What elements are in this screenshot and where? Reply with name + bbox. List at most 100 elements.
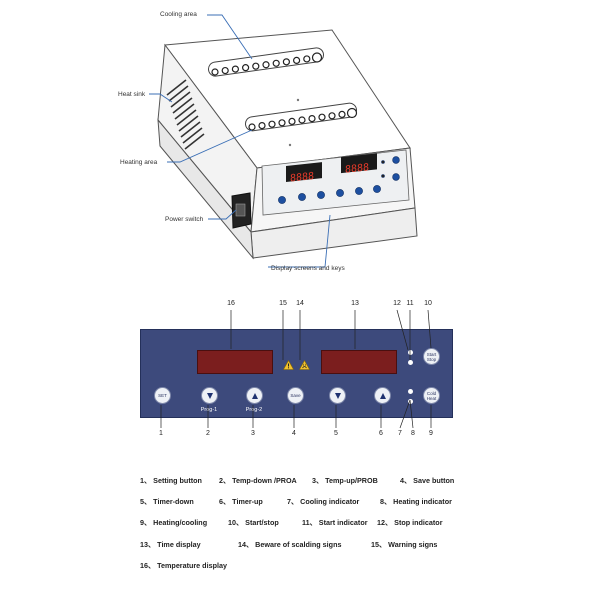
well xyxy=(308,114,316,123)
label-13: 13 xyxy=(351,300,359,307)
legend-item-7: 7、 Cooling indicator xyxy=(287,497,360,506)
legend-item-8: 8、 Heating indicator xyxy=(380,497,452,506)
heat-sink-vents xyxy=(166,79,205,150)
well xyxy=(268,120,276,128)
well xyxy=(282,58,290,66)
label-1: 1 xyxy=(159,430,163,437)
stop-label: Stop xyxy=(426,356,437,362)
cooling-indicator xyxy=(408,389,413,394)
legend-item-12: 12、 Stop indicator xyxy=(377,518,443,527)
well xyxy=(272,59,280,67)
callout-power-switch: Power switch xyxy=(165,216,204,223)
prog-1-label: Prog-1 xyxy=(200,407,218,413)
set-button-label: SET xyxy=(158,393,167,398)
stop-indicator xyxy=(408,350,413,355)
device-keys xyxy=(278,156,400,204)
label-4: 4 xyxy=(292,430,296,437)
temp-up-button[interactable] xyxy=(246,387,263,404)
label-6: 6 xyxy=(379,430,383,437)
well xyxy=(258,121,266,130)
well xyxy=(262,61,270,69)
legend-item-5: 5、 Timer-down xyxy=(140,497,194,506)
power-switch xyxy=(235,203,246,217)
legend-item-13: 13、 Time display xyxy=(140,540,201,549)
arrow-up-icon xyxy=(251,392,258,399)
well xyxy=(252,62,260,70)
well xyxy=(318,113,326,121)
callout-heat-sink: Heat sink xyxy=(118,91,146,98)
set-button[interactable]: SET xyxy=(154,387,171,404)
scalding-warning-icon xyxy=(299,360,310,370)
well xyxy=(242,64,250,72)
legend-item-2: 2、 Temp-down /PROA xyxy=(219,476,297,485)
label-8: 8 xyxy=(411,430,415,437)
panel-leader-lines xyxy=(160,309,432,429)
arrow-down-icon xyxy=(334,392,341,399)
legend-item-6: 6、 Timer-up xyxy=(219,497,263,506)
cooling-wells xyxy=(211,52,323,76)
warning-sign-icon xyxy=(283,360,294,370)
temperature-display xyxy=(197,350,273,374)
control-panel-diagram: 16 15 14 13 12 11 10 SET Prog-1 xyxy=(136,290,456,450)
legend-item-10: 10、 Start/stop xyxy=(228,518,279,527)
well xyxy=(221,66,229,75)
well xyxy=(288,117,296,126)
device-display-right-digits: 8888 xyxy=(345,162,369,175)
device-display-left xyxy=(286,162,322,182)
legend-item-1: 1、 Setting button xyxy=(140,476,202,485)
start-indicator xyxy=(408,360,413,365)
heat-label: Heat xyxy=(426,395,437,401)
well xyxy=(303,55,311,63)
arrow-up-icon xyxy=(379,392,386,399)
legend-item-16: 16、 Temperature display xyxy=(140,561,227,570)
label-9: 9 xyxy=(429,430,433,437)
callout-display-keys: Display screens and keys xyxy=(271,265,345,272)
save-button-label: Save xyxy=(290,393,301,398)
temp-down-button[interactable] xyxy=(201,387,218,404)
device-display-left-digits: 8888 xyxy=(290,171,314,184)
label-3: 3 xyxy=(251,430,255,437)
well xyxy=(211,68,219,76)
label-14: 14 xyxy=(296,300,304,307)
label-16: 16 xyxy=(227,300,235,307)
label-7: 7 xyxy=(398,430,402,437)
label-5: 5 xyxy=(334,430,338,437)
arrow-down-icon xyxy=(206,392,213,399)
legend-item-3: 3、 Temp-up/PROB xyxy=(312,476,378,485)
start-label: Start xyxy=(426,351,437,357)
device-illustration: 8888 8888 xyxy=(149,14,418,268)
label-10: 10 xyxy=(424,300,432,307)
prog-2-label: Prog-2 xyxy=(245,407,263,413)
timer-up-button[interactable] xyxy=(374,387,391,404)
legend-item-4: 4、 Save button xyxy=(400,476,455,485)
well xyxy=(338,110,346,119)
time-display xyxy=(321,350,397,374)
well xyxy=(311,52,323,63)
label-2: 2 xyxy=(206,430,210,437)
heating-wells xyxy=(248,107,358,131)
well xyxy=(346,107,358,119)
callout-heating-area: Heating area xyxy=(120,159,158,166)
legend-item-15: 15、 Warning signs xyxy=(371,540,438,549)
cold-label: Cold xyxy=(426,390,437,396)
well xyxy=(298,116,306,124)
well xyxy=(293,56,301,65)
well xyxy=(278,119,286,127)
label-11: 11 xyxy=(406,300,414,307)
timer-down-button[interactable] xyxy=(329,387,346,404)
legend-item-9: 9、 Heating/cooling xyxy=(140,518,208,527)
well xyxy=(248,123,256,131)
well xyxy=(231,65,239,73)
legend-item-11: 11、 Start indicator xyxy=(302,518,368,527)
callout-lines xyxy=(149,14,331,268)
label-12: 12 xyxy=(393,300,401,307)
save-button[interactable]: Save xyxy=(287,387,304,404)
callout-cooling-area: Cooling area xyxy=(160,11,197,18)
legend-item-14: 14、 Beware of scalding signs xyxy=(238,540,342,549)
well xyxy=(328,112,336,120)
device-display-right xyxy=(341,153,377,174)
label-15: 15 xyxy=(279,300,287,307)
